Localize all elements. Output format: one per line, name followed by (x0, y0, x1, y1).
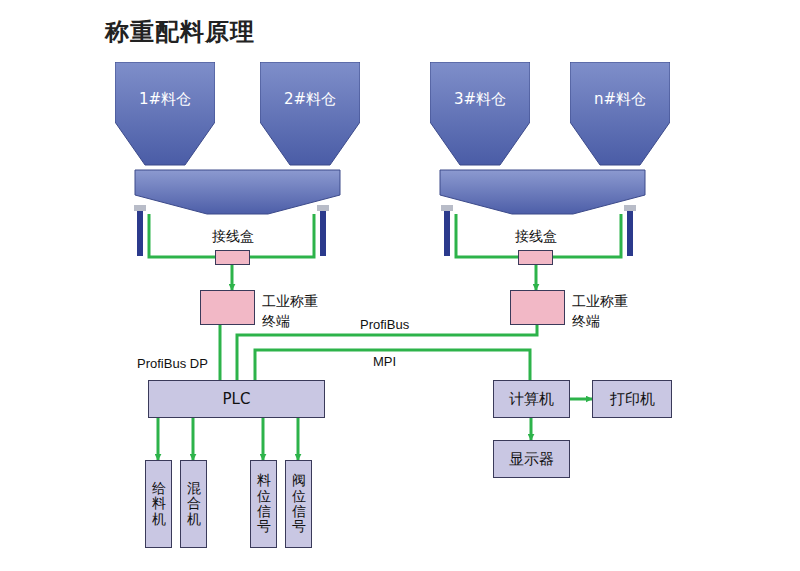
junction-box: 接线盒 (518, 250, 553, 265)
bus-label: ProfiBus DP (135, 356, 210, 371)
silo-label: 3#料仓 (430, 90, 530, 109)
connector (157, 418, 160, 460)
silo-outline (570, 62, 670, 167)
device-label: 计算机 (509, 390, 554, 409)
terminal-label: 工业称重 终端 (262, 291, 321, 332)
connector (192, 418, 195, 460)
junction-box-label: 接线盒 (515, 228, 557, 246)
device-box: PLC (148, 380, 325, 418)
weighing-terminal: 工业称重 终端 (510, 290, 565, 325)
output-box: 阀位信号 (285, 460, 312, 548)
device-box: 打印机 (592, 380, 672, 418)
silo-label: 1#料仓 (115, 90, 215, 109)
terminal-label: 工业称重 终端 (572, 291, 631, 332)
connector (297, 418, 300, 460)
connector (570, 398, 592, 401)
device-label: PLC (223, 390, 251, 408)
output-label: 给料机 (152, 481, 166, 527)
output-label: 料位信号 (257, 473, 271, 535)
connector (255, 350, 530, 380)
device-box: 计算机 (493, 380, 570, 418)
output-box: 料位信号 (250, 460, 277, 548)
connector (219, 325, 222, 380)
silo-outline (430, 62, 530, 167)
weighing-terminal: 工业称重 终端 (200, 290, 255, 325)
silo-outline (260, 62, 360, 167)
weigh-hopper (134, 170, 340, 257)
diagram-title: 称重配料原理 (105, 16, 255, 48)
silo-outline (115, 62, 215, 167)
bus-label: ProfiBus (358, 317, 411, 332)
bus-label: MPI (371, 354, 398, 369)
output-label: 混合机 (187, 481, 201, 527)
connector (231, 265, 234, 290)
connector (237, 325, 537, 380)
connector (535, 265, 538, 290)
silo-label: 2#料仓 (260, 90, 360, 109)
connector (262, 418, 265, 460)
connector (530, 418, 533, 440)
silo: 3#料仓 (430, 62, 530, 167)
silo: 2#料仓 (260, 62, 360, 167)
weigh-hopper (440, 170, 645, 257)
junction-box: 接线盒 (215, 250, 250, 265)
silo: 1#料仓 (115, 62, 215, 167)
silo: n#料仓 (570, 62, 670, 167)
silo-label: n#料仓 (570, 90, 670, 109)
output-label: 阀位信号 (292, 473, 306, 535)
device-label: 显示器 (509, 450, 554, 469)
output-box: 混合机 (180, 460, 207, 548)
device-label: 打印机 (610, 390, 655, 409)
junction-box-label: 接线盒 (212, 228, 254, 246)
device-box: 显示器 (493, 440, 570, 478)
output-box: 给料机 (145, 460, 172, 548)
